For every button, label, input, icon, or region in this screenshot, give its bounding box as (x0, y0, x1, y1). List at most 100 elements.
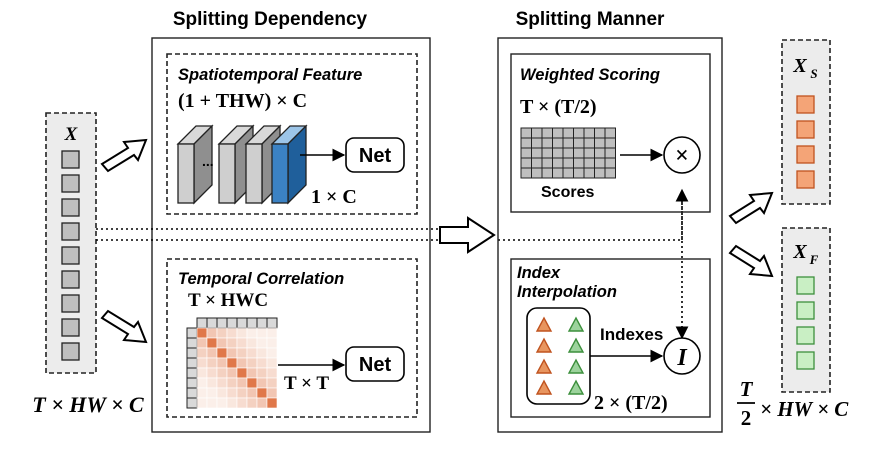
output-token (796, 120, 815, 139)
matrix-cell (196, 337, 208, 349)
matrix-cell (216, 367, 228, 379)
matrix-column-cell (236, 317, 248, 329)
spatiotemporal-net-label: Net (359, 145, 392, 167)
matrix-cell (216, 397, 228, 409)
matrix-cell (216, 387, 228, 399)
input-token (61, 222, 80, 241)
score-cell (583, 127, 595, 139)
interp-output-dims: 2 × (T/2) (594, 392, 668, 414)
score-cell (562, 137, 574, 149)
index-triangle (535, 379, 553, 395)
index-triangle (567, 316, 585, 332)
matrix-cell (246, 387, 258, 399)
matrix-cell (236, 337, 248, 349)
matrix-column-cell (196, 317, 208, 329)
matrix-row-cell (186, 327, 198, 339)
matrix-cell (236, 357, 248, 369)
score-cell (594, 137, 606, 149)
matrix-cell (206, 367, 218, 379)
score-cell (531, 157, 543, 169)
input-token (61, 150, 80, 169)
splitting-dependency-heading: Splitting Dependency (173, 9, 368, 30)
temporal-box (166, 258, 418, 418)
slow-tokens (796, 95, 815, 189)
score-cell (562, 127, 574, 139)
matrix-cell (196, 397, 208, 409)
scores-label: Scores (541, 184, 594, 201)
matrix-cell (226, 397, 238, 409)
indexes-label: Indexes (600, 325, 663, 344)
matrix-column-cell (226, 317, 238, 329)
matrix-cell (266, 387, 278, 399)
weighted-scoring-box (510, 53, 711, 213)
score-cell (520, 167, 532, 179)
score-cell (531, 167, 543, 179)
matrix-column-cell (256, 317, 268, 329)
fast-output-column: X F (781, 227, 831, 393)
weighted-scoring-dims: T × (T/2) (520, 96, 597, 118)
input-tokens (61, 150, 80, 361)
matrix-column-cell (206, 317, 218, 329)
splitting-manner-heading: Splitting Manner (516, 9, 665, 30)
input-column: X (45, 112, 97, 374)
index-triangles (535, 316, 585, 395)
matrix-row-cell (186, 357, 198, 369)
matrix-cell (206, 357, 218, 369)
score-cell (594, 167, 606, 179)
feature-ellipsis: ... (202, 153, 214, 169)
matrix-cell (266, 367, 278, 379)
input-token (61, 294, 80, 313)
matrix-row-cell (186, 347, 198, 359)
splitting-dependency-panel (151, 37, 431, 433)
score-cell (541, 127, 553, 139)
score-cell (583, 167, 595, 179)
score-cell (573, 147, 585, 159)
score-cell (520, 127, 532, 139)
output-token (796, 301, 815, 320)
score-cell (520, 157, 532, 169)
weighted-scoring-title: Weighted Scoring (520, 66, 660, 84)
matrix-column-cell (266, 317, 278, 329)
score-cell (573, 137, 585, 149)
matrix-cell (216, 377, 228, 389)
index-interpolation-title-line2: Interpolation (517, 283, 617, 301)
matrix-cell (256, 327, 268, 339)
matrix-cell (226, 337, 238, 349)
score-cell (583, 157, 595, 169)
index-triangle (567, 337, 585, 353)
matrix-cell (206, 327, 218, 339)
score-cell (552, 127, 564, 139)
input-token (61, 174, 80, 193)
score-cell (583, 137, 595, 149)
score-cell (541, 147, 553, 159)
matrix-cell (216, 357, 228, 369)
score-cell (520, 137, 532, 149)
index-interpolation-title-line1: Index (517, 264, 561, 282)
matrix-cell (256, 367, 268, 379)
temporal-dims: T × HWC (188, 290, 268, 311)
input-dims: T × HW × C (32, 392, 144, 417)
score-cell (562, 147, 574, 159)
matrix-cell (256, 357, 268, 369)
matrix-row-cell (186, 337, 198, 349)
output-token (796, 170, 815, 189)
output-token (796, 351, 815, 370)
matrix-column-cell (216, 317, 228, 329)
matrix-cell (226, 347, 238, 359)
output-dims-denominator: 2 (741, 406, 752, 430)
matrix-cell (246, 377, 258, 389)
matrix-cell (246, 337, 258, 349)
score-cell (604, 147, 616, 159)
matrix-cell (256, 337, 268, 349)
score-cell (541, 167, 553, 179)
output-token (796, 276, 815, 295)
score-cell (552, 157, 564, 169)
score-cell (594, 157, 606, 169)
matrix-cell (236, 367, 248, 379)
matrix-cell (236, 387, 248, 399)
matrix-cell (226, 357, 238, 369)
score-cell (573, 157, 585, 169)
score-cell (562, 167, 574, 179)
index-triangle (535, 316, 553, 332)
